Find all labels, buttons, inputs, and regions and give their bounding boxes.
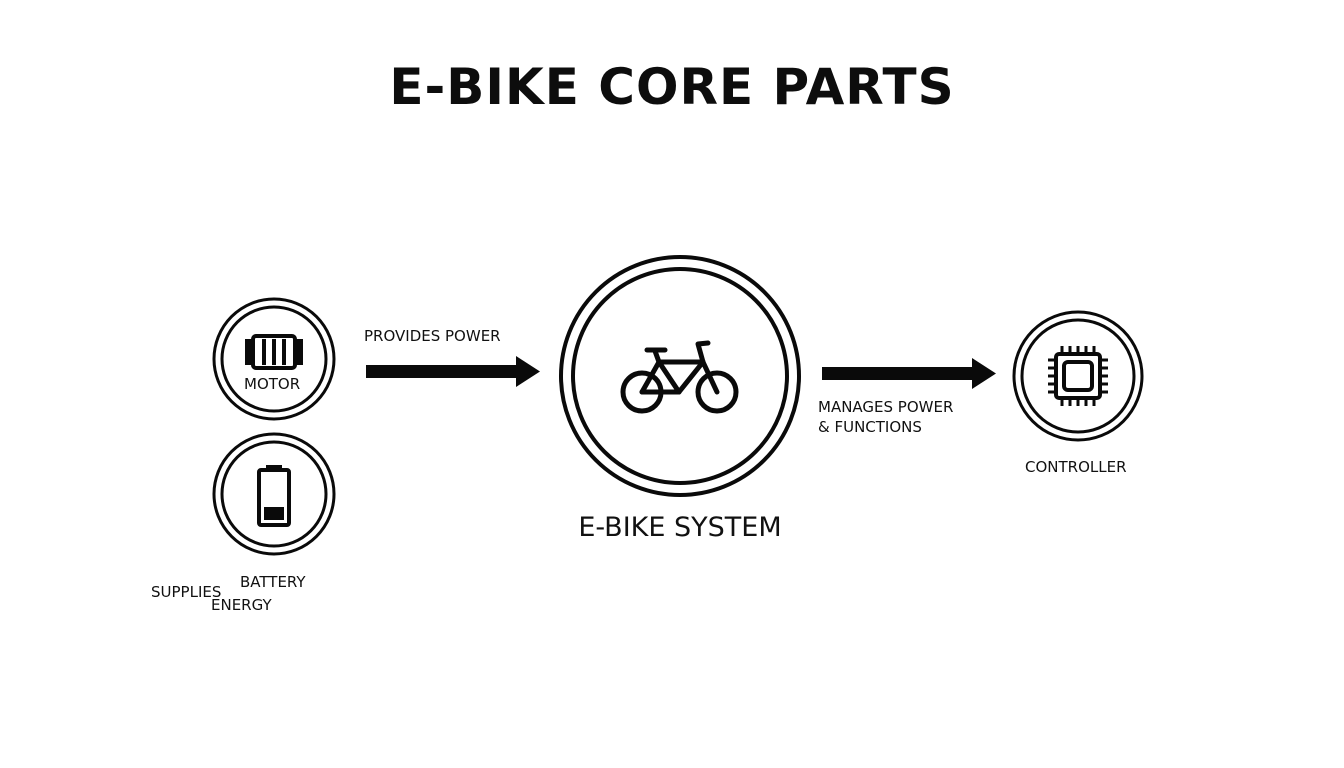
controller-node-inner-ring xyxy=(1020,318,1136,434)
battery-icon xyxy=(257,465,291,527)
system-node-outer-ring xyxy=(559,255,801,497)
battery-node-outer-ring xyxy=(212,432,336,556)
controller-node-outer-ring xyxy=(1012,310,1144,442)
battery-label: BATTERY xyxy=(240,573,306,591)
motor-icon xyxy=(245,334,303,370)
bicycle-icon xyxy=(620,340,739,414)
motor-label: MOTOR xyxy=(244,375,301,393)
controller-label: CONTROLLER xyxy=(1025,458,1127,476)
motor-node-outer-ring xyxy=(212,297,336,421)
edge-label-manages-power: MANAGES POWER xyxy=(818,398,954,416)
arrow-system-to-controller xyxy=(822,358,996,389)
edge-label-supplies: SUPPLIES xyxy=(151,583,222,601)
edge-label-functions: & FUNCTIONS xyxy=(818,418,922,436)
motor-node-inner-ring xyxy=(220,305,328,413)
diagram-title: E-BIKE CORE PARTS xyxy=(389,58,955,116)
controller-node xyxy=(1012,310,1144,442)
chip-icon xyxy=(1048,346,1108,406)
battery-node-inner-ring xyxy=(220,440,328,548)
arrow-motor-to-system xyxy=(366,356,540,387)
edge-label-energy: ENERGY xyxy=(211,596,272,614)
system-node xyxy=(559,255,801,497)
motor-node xyxy=(212,297,336,421)
edge-label-provides-power: PROVIDES POWER xyxy=(364,327,501,345)
system-label: E-BIKE SYSTEM xyxy=(578,512,782,543)
battery-node xyxy=(212,432,336,556)
system-node-inner-ring xyxy=(571,267,789,485)
